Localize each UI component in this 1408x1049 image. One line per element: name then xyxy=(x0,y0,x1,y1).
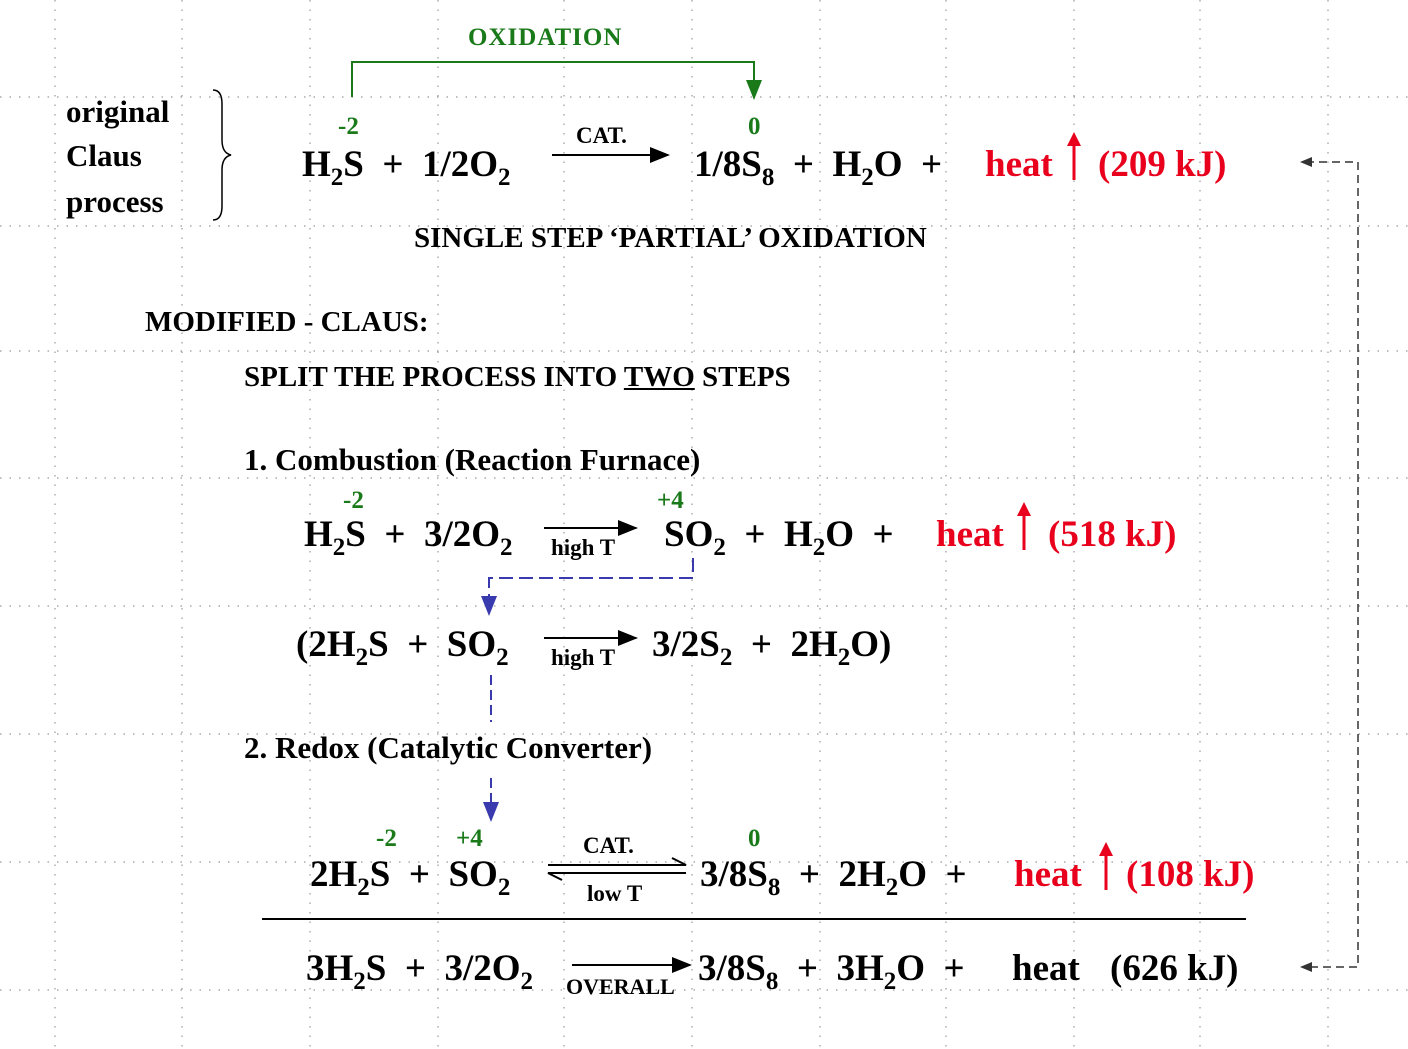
step2-reactants: 2H2S + SO2 xyxy=(310,854,511,901)
oxidation-state-s-zero: 0 xyxy=(748,113,761,140)
equilibrium-arrow-reverse xyxy=(547,872,686,881)
overall-heat-value: (626 kJ) xyxy=(1110,948,1239,989)
side-label-process: process xyxy=(66,184,164,219)
oxidation-label: OXIDATION xyxy=(468,24,623,51)
equilibrium-arrow-forward xyxy=(548,857,687,866)
heat-value-2: (518 kJ) xyxy=(1048,514,1177,555)
step2-products: 3/8S8 + 2H2O + xyxy=(700,854,967,901)
heat-comparison-link xyxy=(1306,161,1359,968)
step1-side-products: 3/2S2 + 2H2O) xyxy=(652,624,892,671)
so2-dashed-link xyxy=(481,558,694,616)
step1-reactants: H2S + 3/2O2 xyxy=(304,514,513,561)
cat-label: CAT. xyxy=(576,123,627,148)
heat-up-arrowhead-1 xyxy=(1067,132,1081,146)
heat-value-1: (209 kJ) xyxy=(1098,144,1227,185)
heat-comparison-arrowhead-bottom xyxy=(1300,962,1312,972)
step1-high-t-label: high T xyxy=(551,535,616,560)
heat-label-1: heat xyxy=(985,144,1053,185)
step1-products: SO2 + H2O + xyxy=(664,514,894,561)
heat-value-3: (108 kJ) xyxy=(1126,854,1255,895)
modified-claus-title: MODIFIED - CLAUS: xyxy=(145,306,429,338)
curly-brace xyxy=(212,89,232,221)
step2-oxidation-state-s: -2 xyxy=(376,825,397,852)
oxidation-state-s-minus2: -2 xyxy=(338,113,359,140)
heat-comparison-arrowhead-top xyxy=(1300,157,1312,167)
step1-side-high-t-label: high T xyxy=(551,645,616,670)
heat-up-arrowhead-2 xyxy=(1017,502,1031,516)
side-label-original: original xyxy=(66,94,170,129)
oxidation-bracket xyxy=(351,61,762,100)
overall-products: 3/8S8 + 3H2O + xyxy=(698,948,965,995)
overall-heat-label: heat xyxy=(1012,948,1080,989)
step1-oxidation-state-s: -2 xyxy=(343,487,364,514)
step1-heading: 1. Combustion (Reaction Furnace) xyxy=(244,442,701,477)
original-products: 1/8S8 + H2O + xyxy=(694,144,943,191)
single-step-caption: SINGLE STEP ‘PARTIAL’ OXIDATION xyxy=(414,222,927,254)
step2-low-t-label: low T xyxy=(587,881,643,906)
step1-oxidation-state-so2: +4 xyxy=(657,487,684,514)
step2-oxidation-state-so2: +4 xyxy=(456,825,483,852)
overall-label: OVERALL xyxy=(566,974,675,999)
step1-side-reactants: (2H2S + SO2 xyxy=(296,624,509,671)
heat-label-2: heat xyxy=(936,514,1004,555)
heat-label-3: heat xyxy=(1014,854,1082,895)
split-heading: SPLIT THE PROCESS INTO TWO STEPS xyxy=(244,361,791,393)
step2-oxidation-state-product: 0 xyxy=(748,825,761,852)
step2-heading: 2. Redox (Catalytic Converter) xyxy=(244,730,653,765)
overall-reactants: 3H2S + 3/2O2 xyxy=(306,948,534,995)
step2-cat-label: CAT. xyxy=(583,833,634,858)
side-label-claus: Claus xyxy=(66,138,142,173)
heat-up-arrowhead-3 xyxy=(1099,842,1113,856)
original-reactants: H2S + 1/2O2 xyxy=(302,144,511,191)
